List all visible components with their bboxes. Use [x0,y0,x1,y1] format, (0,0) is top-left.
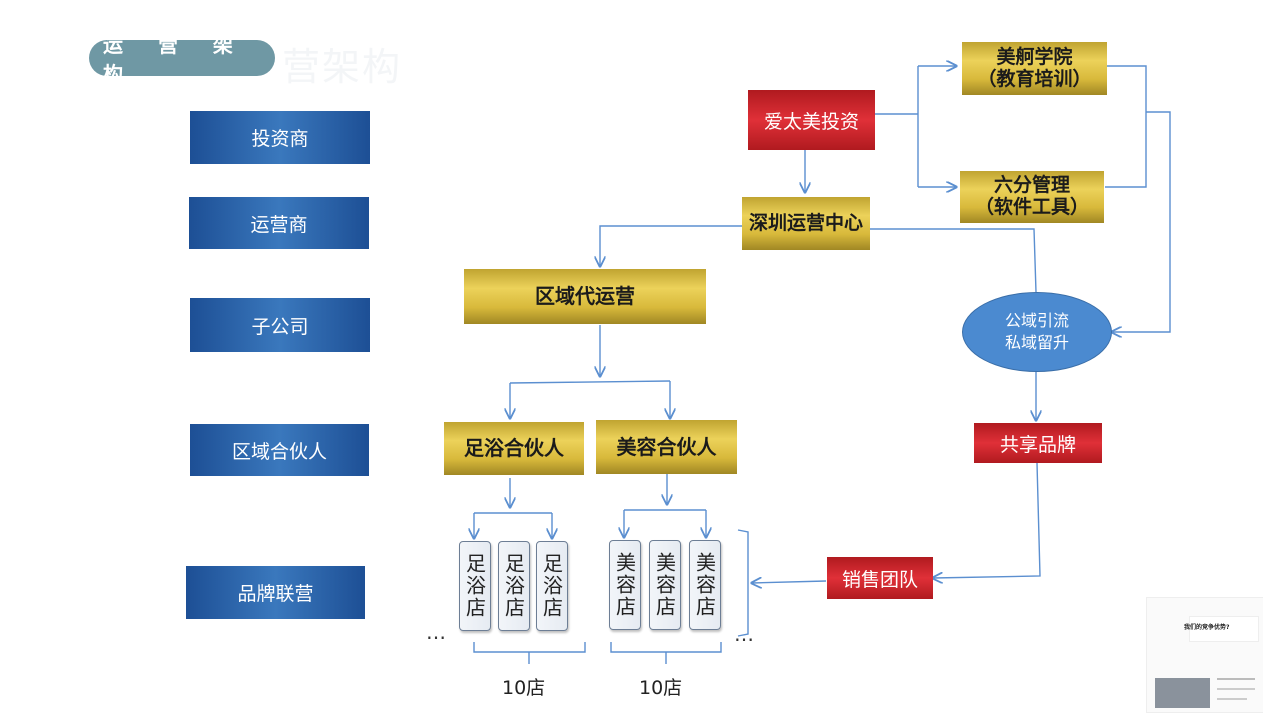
page-title: 运 营 架 构 [89,33,275,86]
level-brand-alliance: 品牌联营 [186,566,365,619]
shared-brand-node: 共享品牌 [974,423,1102,463]
investment-node: 爱太美投资 [748,90,875,150]
footbath-store: 足浴店 [536,541,568,631]
academy-sublabel: （教育培训） [977,67,1092,90]
traffic-ellipse-node: 公域引流 私域留升 [962,292,1112,372]
sales-team-node: 销售团队 [827,557,933,599]
traffic-label: 公域引流 [1004,311,1069,331]
level-brand-alliance-label: 品牌联营 [237,583,314,605]
level-operator: 运营商 [189,197,369,249]
level-investor: 投资商 [190,111,370,164]
title-ghost-text: 营架构 [282,45,403,89]
footbath-ellipsis: … [426,620,447,644]
management-sublabel: （软件工具） [974,196,1089,218]
footbath-partner-label: 足浴合伙人 [464,436,564,460]
regional-operation-node: 区域代运营 [464,269,706,324]
footbath-store: 足浴店 [459,541,491,631]
footbath-store: 足浴店 [498,541,530,631]
academy-node: 美舸学院 （教育培训） [962,42,1107,95]
thumbnail-block [1155,678,1210,708]
beauty-store: 美容店 [609,540,641,630]
shared-brand-label: 共享品牌 [999,433,1076,456]
beauty-store-count: 10店 [639,677,683,699]
traffic-sublabel: 私域留升 [1004,333,1069,352]
operations-center-label: 深圳运营中心 [748,211,863,234]
thumbnail-title: 我们的竞争优势? [1184,624,1230,631]
beauty-partner-node: 美容合伙人 [596,420,737,474]
beauty-ellipsis: … [734,622,755,646]
slide-thumbnail[interactable]: 我们的竞争优势? [1146,597,1263,713]
level-subsidiary: 子公司 [190,298,370,352]
level-operator-label: 运营商 [250,213,308,236]
investment-label: 爱太美投资 [763,110,859,133]
level-investor-label: 投资商 [251,128,309,150]
management-node: 六分管理 （软件工具） [960,171,1104,223]
thumbnail-line [1217,678,1255,680]
footbath-store-count: 10店 [502,677,546,699]
sales-team-label: 销售团队 [841,568,918,591]
thumbnail-line [1217,698,1247,700]
beauty-store: 美容店 [649,540,681,630]
level-regional-partner-label: 区域合伙人 [231,440,327,463]
regional-operation-label: 区域代运营 [535,284,635,308]
footbath-partner-node: 足浴合伙人 [444,422,584,475]
management-label: 六分管理 [993,174,1070,197]
academy-label: 美舸学院 [996,45,1073,68]
beauty-store: 美容店 [689,540,721,630]
level-regional-partner: 区域合伙人 [190,424,369,476]
thumbnail-title-box [1189,616,1259,642]
level-subsidiary-label: 子公司 [251,315,309,338]
beauty-partner-label: 美容合伙人 [616,434,717,459]
thumbnail-line [1217,688,1255,690]
operations-center-node: 深圳运营中心 [742,197,870,250]
